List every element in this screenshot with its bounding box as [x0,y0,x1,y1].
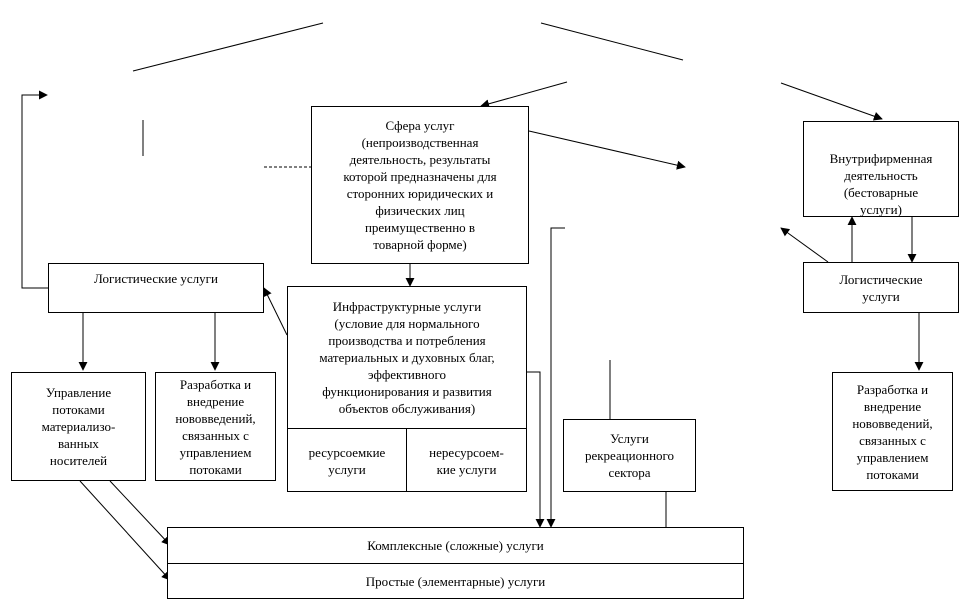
infrastructure-label: Инфраструктурные услуги (условие для нор… [319,299,495,416]
services-sphere-box: Сфера услуг (непроизводственная деятельн… [311,106,529,264]
simple-services-box: Простые (элементарные) услуги [167,563,744,599]
innovation-left-label: Разработка и внедрение нововведений, свя… [175,376,256,477]
resource-split-box [287,429,527,492]
top-line-left [132,22,324,72]
complex-services-box: Комплексные (сложные) услуги [167,527,744,564]
services-sphere-label: Сфера услуг (непроизводственная деятельн… [343,118,497,252]
top-line-right [540,22,684,61]
simple-services-label: Простые (элементарные) услуги [365,573,546,589]
infrastructure-box: Инфраструктурные услуги (условие для нор… [287,286,527,429]
loop-logistic-left [21,90,48,289]
innovation-right-box: Разработка и внедрение нововведений, свя… [832,372,953,491]
logistic-left-box: Логистические услуги [48,263,264,313]
logistic-right-box: Логистические услуги [803,262,959,313]
arrow-to-services-sphere [480,81,568,109]
arrow-sphere-right [528,130,686,170]
non-resource-intensive-label: нересурсоем- кие услуги [429,445,504,477]
innovation-left-box: Разработка и внедрение нововведений, свя… [155,372,276,481]
flow-management-label: Управление потоками материализо- ванных … [41,385,116,468]
logistic-left-label: Логистические услуги [94,271,218,286]
arrow-to-intrafirm [780,82,883,121]
arrow-flow-simple [79,480,171,581]
arrow-flow-complex [109,480,171,546]
arrow-infra-logistic [263,287,288,336]
non-resource-intensive-cell: нересурсоем- кие услуги [407,431,526,491]
arrow-logistic-right-left [780,227,829,263]
recreation-box: Услуги рекреационного сектора [563,419,696,492]
resource-divider [406,429,407,492]
arrow-mid-complex [546,227,565,528]
arrow-infra-complex [527,371,545,528]
complex-services-label: Комплексные (сложные) услуги [367,538,544,553]
resource-intensive-cell: ресурсоемкие услуги [288,431,406,491]
innovation-right-label: Разработка и внедрение нововведений, свя… [852,381,933,482]
intrafirm-box: Внутрифирменная деятельность (бестоварны… [803,121,959,217]
intrafirm-label: Внутрифирменная деятельность (бестоварны… [829,151,933,217]
resource-intensive-label: ресурсоемкие услуги [308,445,386,477]
logistic-right-label: Логистические услуги [839,271,923,304]
recreation-label: Услуги рекреационного сектора [584,431,675,480]
flow-management-box: Управление потоками материализо- ванных … [11,372,146,481]
